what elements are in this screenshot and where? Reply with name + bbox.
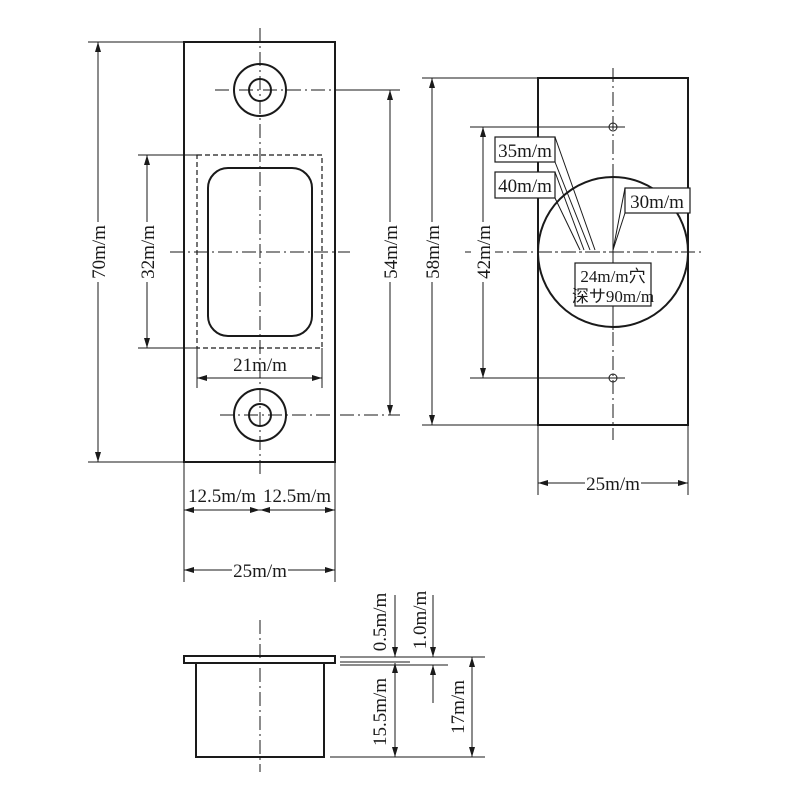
dim-flange-0-5: 0.5m/m	[370, 592, 398, 657]
dim-height-58: 58m/m	[420, 78, 444, 425]
dim-offset-1-0: 1.0m/m	[410, 590, 436, 703]
strike-plate-outline	[183, 41, 336, 463]
callout-30: 30m/m	[612, 187, 691, 251]
svg-text:0.5m/m: 0.5m/m	[370, 592, 391, 651]
dim-height-70: 70m/m	[86, 42, 110, 462]
svg-text:58m/m: 58m/m	[423, 225, 444, 279]
dim-body-15-5: 15.5m/m	[370, 663, 398, 757]
dim-screw-pitch-42: 42m/m	[471, 127, 495, 378]
dim-opening-width-21: 21m/m	[197, 355, 322, 381]
svg-text:15.5m/m: 15.5m/m	[370, 678, 391, 746]
svg-text:42m/m: 42m/m	[474, 225, 495, 279]
svg-text:21m/m: 21m/m	[233, 355, 287, 376]
svg-text:12.5m/m: 12.5m/m	[188, 486, 256, 507]
svg-text:70m/m: 70m/m	[89, 225, 110, 279]
callout-bore-spec: 24m/m穴 深サ90m/m	[572, 262, 654, 307]
svg-text:54m/m: 54m/m	[381, 225, 402, 279]
callout-40: 40m/m	[494, 171, 585, 251]
dim-half-widths: 12.5m/m 12.5m/m	[184, 486, 335, 513]
screw-hole-bottom	[220, 388, 400, 442]
dim-total-17: 17m/m	[448, 657, 475, 757]
svg-text:30m/m: 30m/m	[630, 192, 684, 213]
dim-width-25-side: 25m/m	[538, 473, 688, 495]
svg-text:深サ90m/m: 深サ90m/m	[572, 287, 654, 306]
side-view: 58m/m 42m/m 25m/m 35m/m 40m/m 30m/m	[420, 68, 705, 495]
svg-text:32m/m: 32m/m	[138, 225, 159, 279]
svg-text:35m/m: 35m/m	[498, 141, 552, 162]
dim-screw-pitch-54: 54m/m	[378, 90, 402, 415]
svg-text:24m/m穴: 24m/m穴	[580, 267, 645, 286]
svg-text:17m/m: 17m/m	[448, 680, 469, 734]
dim-width-25: 25m/m	[184, 560, 335, 582]
callout-35: 35m/m	[494, 136, 596, 251]
screw-hole-top	[215, 63, 345, 117]
svg-text:1.0m/m: 1.0m/m	[410, 590, 431, 649]
svg-text:25m/m: 25m/m	[586, 474, 640, 495]
bottom-view: 0.5m/m 1.0m/m 15.5m/m 17m/m	[183, 590, 485, 772]
svg-text:12.5m/m: 12.5m/m	[263, 486, 331, 507]
svg-text:40m/m: 40m/m	[498, 176, 552, 197]
dim-opening-height-32: 32m/m	[135, 155, 159, 348]
svg-text:25m/m: 25m/m	[233, 561, 287, 582]
latch-opening	[207, 167, 313, 337]
front-view: 70m/m 32m/m 54m/m 21m/m 12.5m/m 12.5m/m …	[86, 28, 402, 582]
mortise-outline	[196, 154, 323, 349]
